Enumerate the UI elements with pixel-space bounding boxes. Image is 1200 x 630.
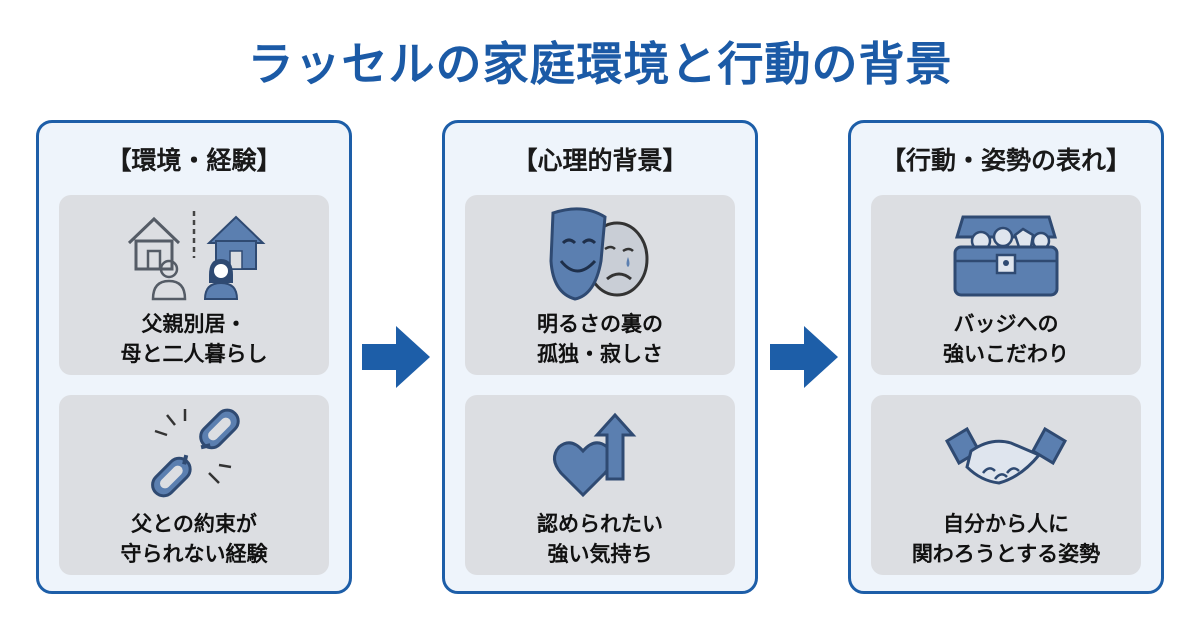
- page-title: ラッセルの家庭環境と行動の背景: [247, 37, 953, 91]
- panel-psychological-background: 【心理的背景】 明るさの裏の 孤独・寂しさ 認められたい 強い気持ち: [442, 120, 758, 594]
- card-broken-promise: 父との約束が 守られない経験: [59, 395, 329, 575]
- card-text-line: 父との約束が: [131, 512, 257, 536]
- card-text-line: 強い気持ち: [547, 542, 653, 566]
- panel-behavior: 【行動・姿勢の表れ】 バッジへの 強いこだわり: [848, 120, 1164, 594]
- treasure-chest-badges-icon: [953, 215, 1059, 297]
- panel-heading: 【環境・経験】: [106, 146, 282, 175]
- card-text-line: 強いこだわり: [943, 342, 1069, 366]
- heart-arrow-up-icon: [553, 412, 637, 498]
- arrow-right-icon: [770, 326, 838, 388]
- card-text-line: 守られない経験: [120, 542, 268, 566]
- card-text-line: 孤独・寂しさ: [537, 342, 663, 366]
- card-text-line: 関わろうとする姿勢: [911, 542, 1101, 566]
- card-separated-home: 父親別居・ 母と二人暮らし: [59, 195, 329, 375]
- separated-houses-icon: [127, 211, 266, 301]
- arrow-right-icon: [362, 326, 430, 388]
- card-engagement: 自分から人に 関わろうとする姿勢: [871, 395, 1141, 575]
- card-loneliness: 明るさの裏の 孤独・寂しさ: [465, 195, 735, 375]
- panel-environment: 【環境・経験】 父親別居・ 母と二人暮らし: [36, 120, 352, 594]
- card-text-line: 父親別居・: [141, 312, 247, 336]
- card-text-line: 母と二人暮らし: [120, 342, 268, 366]
- panel-heading: 【行動・姿勢の表れ】: [880, 146, 1131, 175]
- card-text-line: 自分から人に: [943, 512, 1069, 536]
- handshake-icon: [944, 426, 1068, 485]
- theater-masks-icon: [549, 207, 649, 301]
- card-text-line: 認められたい: [537, 512, 663, 536]
- panel-heading: 【心理的背景】: [512, 146, 688, 175]
- card-text-line: 明るさの裏の: [537, 312, 663, 336]
- broken-chain-icon: [151, 408, 240, 498]
- card-text-line: バッジへの: [953, 312, 1059, 336]
- card-recognition: 認められたい 強い気持ち: [465, 395, 735, 575]
- card-badges: バッジへの 強いこだわり: [871, 195, 1141, 375]
